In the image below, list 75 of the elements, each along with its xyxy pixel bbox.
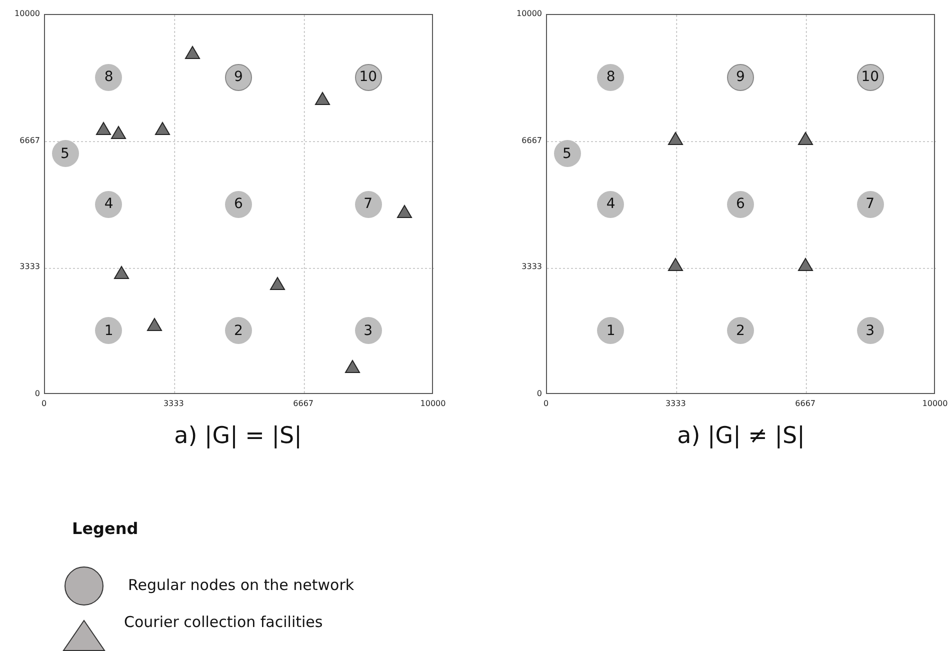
node-number: 7: [866, 197, 875, 211]
network-node: [95, 317, 122, 344]
node-number: 2: [234, 324, 243, 338]
axis-tick-label: 10000: [516, 10, 542, 18]
network-node: [225, 317, 252, 344]
node-number: 3: [364, 324, 373, 338]
facility-triangle: [155, 122, 170, 135]
network-node: [727, 64, 754, 91]
axis-tick-label: 3333: [665, 400, 686, 408]
network-node: [95, 190, 122, 218]
node-number: 6: [736, 197, 745, 211]
facility-triangle: [147, 318, 162, 331]
network-node: [554, 140, 580, 168]
network-node: [225, 64, 252, 91]
facility-triangle: [114, 266, 130, 279]
node-number: 1: [606, 324, 616, 338]
axis-tick-label: 0: [536, 390, 542, 398]
node-number: 6: [234, 197, 243, 211]
node-number: 8: [606, 70, 616, 84]
network-node: [856, 317, 884, 344]
facility-triangle: [185, 46, 200, 59]
network-node: [354, 64, 382, 91]
network-node: [52, 140, 78, 168]
axis-tick-label: 10000: [922, 400, 948, 408]
axis-tick-label: 0: [34, 390, 40, 398]
facility-triangle: [668, 258, 684, 272]
panel-caption: a) |G| = |S|: [174, 425, 302, 448]
network-node: [597, 190, 624, 218]
legend-text: Courier collection facilities: [124, 615, 323, 630]
network-node: [597, 64, 624, 91]
facility-triangle: [668, 132, 684, 145]
facility-triangle: [798, 258, 813, 272]
network-node: [727, 190, 754, 218]
axis-tick-label: 10000: [420, 400, 446, 408]
axis-tick-label: 6667: [293, 400, 314, 408]
network-node: [95, 64, 122, 91]
node-number: 3: [866, 324, 875, 338]
node-number: 4: [606, 197, 616, 211]
axis-tick-label: 6667: [795, 400, 816, 408]
facility-triangle: [397, 204, 412, 218]
network-node: [354, 190, 382, 218]
facility-triangle: [270, 277, 286, 290]
network-node: [225, 190, 252, 218]
node-number: 1: [104, 324, 114, 338]
axis-tick-label: 0: [41, 400, 47, 408]
node-number: 10: [861, 70, 880, 84]
facility-triangle: [111, 126, 126, 139]
network-node: [856, 64, 884, 91]
axis-tick-label: 3333: [20, 263, 40, 272]
facility-triangle: [798, 132, 813, 145]
panel-caption: a) |G| ≠ |S|: [677, 425, 805, 448]
legend-title: Legend: [72, 519, 138, 538]
network-node: [354, 317, 382, 344]
axis-tick-label: 6667: [20, 136, 40, 145]
facility-triangle: [96, 122, 110, 135]
axis-tick-label: 0: [543, 400, 549, 408]
network-node: [856, 190, 884, 218]
node-number: 5: [60, 146, 70, 161]
axis-tick-label: 3333: [163, 400, 184, 408]
facility-triangle: [344, 360, 360, 373]
node-number: 4: [104, 197, 114, 211]
axis-tick-label: 10000: [14, 10, 40, 18]
node-number: 2: [736, 324, 745, 338]
node-number: 10: [359, 70, 378, 84]
network-node: [597, 317, 624, 344]
facility-triangle: [315, 92, 330, 105]
network-node: [727, 317, 754, 344]
axis-tick-label: 3333: [522, 263, 542, 272]
legend-text: Regular nodes on the network: [128, 578, 354, 593]
axis-tick-label: 6667: [522, 136, 542, 145]
node-number: 8: [104, 70, 114, 84]
node-number: 9: [234, 70, 243, 84]
node-number: 9: [736, 70, 745, 84]
node-number: 7: [364, 197, 373, 211]
node-number: 5: [562, 146, 572, 161]
